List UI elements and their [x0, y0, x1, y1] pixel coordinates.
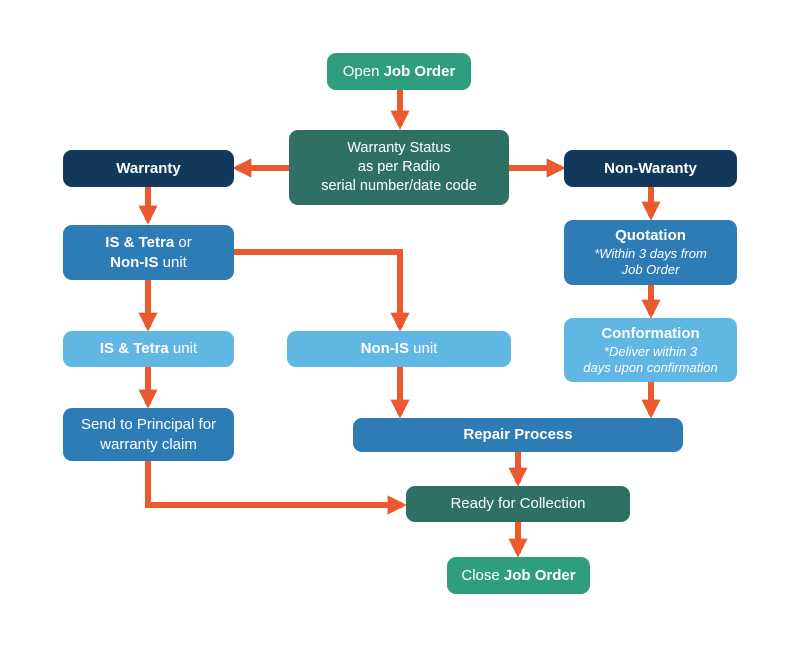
- non-is-unit-label: Non-IS unit: [361, 339, 438, 359]
- node-non-warranty: Non-Waranty: [564, 150, 737, 187]
- warranty-status-line3: serial number/date code: [321, 178, 477, 195]
- open-job-order-bold: Job Order: [383, 62, 456, 80]
- close-job-order-bold: Job Order: [503, 566, 576, 584]
- node-is-tetra-or-non-is: IS & Tetra or Non-IS unit: [63, 225, 234, 280]
- node-is-tetra-unit: IS & Tetra unit: [63, 331, 234, 367]
- is-tetra-or-line1-rest: or: [174, 233, 192, 251]
- quotation-note-line1: *Within 3 days from: [594, 246, 707, 262]
- warranty-status-line1: Warranty Status: [347, 139, 451, 156]
- arrow-send-principal-to-ready: [145, 461, 407, 515]
- node-warranty: Warranty: [63, 150, 234, 187]
- node-repair-process: Repair Process: [353, 418, 683, 452]
- is-tetra-or-line1: IS & Tetra or: [105, 233, 191, 253]
- conformation-note-line2: days upon confirmation: [583, 359, 718, 375]
- arrow-is-tetra-or-to-non-is-unit: [234, 249, 410, 332]
- send-to-principal-line2: warranty claim: [100, 435, 197, 453]
- non-warranty-label: Non-Waranty: [604, 159, 697, 177]
- node-conformation: Conformation *Deliver within 3 days upon…: [564, 318, 737, 382]
- node-close-job-order-label: Close Job Order: [461, 566, 575, 586]
- node-ready-for-collection: Ready for Collection: [406, 486, 630, 522]
- is-tetra-or-line1-bold: IS & Tetra: [105, 233, 175, 251]
- node-close-job-order: Close Job Order: [447, 557, 590, 594]
- quotation-title: Quotation: [615, 227, 686, 245]
- is-tetra-or-line2-bold: Non-IS: [110, 253, 159, 271]
- send-to-principal-line1: Send to Principal for: [80, 415, 217, 433]
- ready-for-collection-label: Ready for Collection: [450, 495, 586, 513]
- node-open-job-order-label: Open Job Order: [343, 62, 456, 82]
- node-quotation: Quotation *Within 3 days from Job Order: [564, 220, 737, 285]
- conformation-title: Conformation: [601, 324, 700, 342]
- close-job-order-prefix: Close: [461, 566, 504, 584]
- node-open-job-order: Open Job Order: [327, 53, 471, 90]
- warranty-status-line2: as per Radio: [357, 158, 441, 175]
- node-send-to-principal: Send to Principal for warranty claim: [63, 408, 234, 461]
- open-job-order-prefix: Open: [342, 62, 384, 80]
- warranty-label: Warranty: [116, 159, 181, 177]
- is-tetra-unit-bold: IS & Tetra: [99, 340, 169, 358]
- non-is-unit-rest: unit: [408, 340, 438, 358]
- repair-process-label: Repair Process: [463, 426, 573, 444]
- is-tetra-unit-label: IS & Tetra unit: [100, 339, 197, 359]
- node-non-is-unit: Non-IS unit: [287, 331, 511, 367]
- quotation-note-line2: Job Order: [621, 262, 680, 278]
- is-tetra-unit-rest: unit: [168, 340, 198, 358]
- is-tetra-or-line2-rest: unit: [158, 253, 187, 271]
- is-tetra-or-line2: Non-IS unit: [110, 253, 187, 273]
- conformation-note-line1: *Deliver within 3: [603, 343, 698, 359]
- non-is-unit-bold: Non-IS: [360, 340, 409, 358]
- node-warranty-status: Warranty Status as per Radio serial numb…: [289, 130, 509, 205]
